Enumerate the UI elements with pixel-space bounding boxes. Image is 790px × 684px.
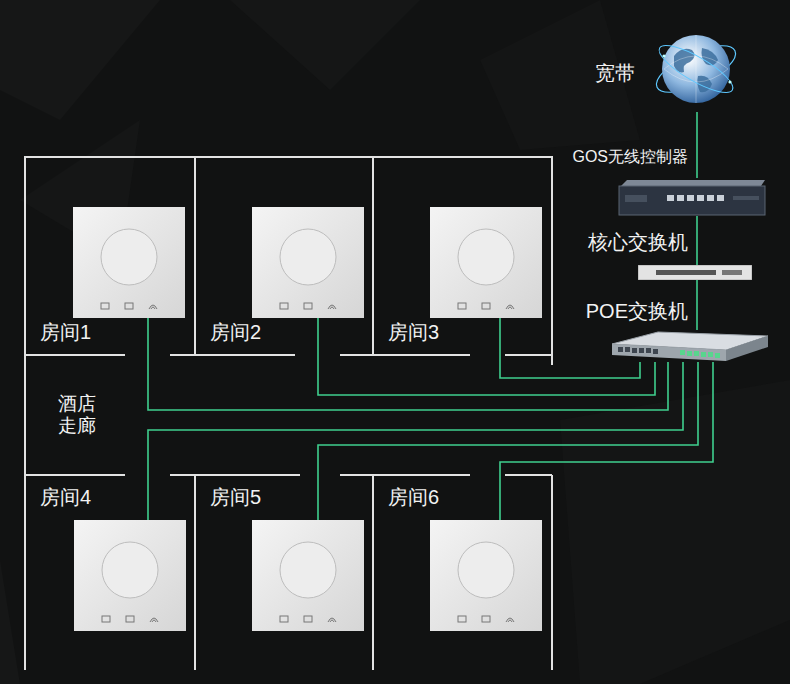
node-label: 房间3 (388, 321, 439, 344)
room-walls (25, 157, 552, 670)
network-cable (697, 112, 698, 178)
node-label: 房间2 (210, 321, 261, 344)
cable-line (148, 362, 683, 475)
core-switch-icon (638, 265, 752, 280)
cable-line (318, 355, 655, 395)
cable-line (318, 362, 698, 475)
access-point-panels (73, 207, 542, 631)
wireless-controller-icon (617, 178, 767, 216)
network-cable (148, 362, 683, 475)
node-label: GOS无线控制器 (572, 148, 688, 166)
hotel-room: 房间2 (195, 157, 373, 355)
poe-switch-icon (610, 330, 770, 362)
cable-line (148, 355, 668, 410)
network-cable (318, 362, 698, 475)
internet-globe: 宽带 (652, 26, 740, 112)
hotel-room: 房间4 (25, 475, 195, 670)
node-label: 核心交换机 (588, 231, 688, 254)
cable-line (696, 216, 698, 265)
network-cable (697, 216, 698, 265)
corridor-label: 酒店 走廊 (58, 393, 102, 437)
network-cable (148, 355, 668, 410)
network-cable (697, 280, 698, 330)
node-label: POE交换机 (586, 300, 688, 323)
hotel-room: 房间3 (373, 157, 552, 355)
node-label: 宽带 (595, 62, 635, 85)
cable-line (696, 280, 698, 330)
wireless-controller: GOS无线控制器 (617, 178, 767, 216)
network-cable (500, 355, 640, 378)
network-cable (318, 355, 655, 395)
hotel-room: 房间1 (25, 157, 195, 355)
node-label: 房间4 (40, 486, 91, 509)
poe-switch: POE交换机 (610, 330, 770, 362)
network-cable (500, 362, 713, 475)
core-switch: 核心交换机 (638, 265, 752, 280)
cable-line (500, 355, 640, 378)
hotel-room: 房间5 (195, 475, 373, 670)
internet-globe-icon (652, 26, 740, 112)
node-label: 房间1 (40, 321, 91, 344)
node-label: 房间5 (210, 486, 261, 509)
hotel-room: 房间6 (373, 475, 552, 670)
in-room-cable (148, 318, 500, 520)
cable-line (500, 362, 713, 475)
node-label: 房间6 (388, 486, 439, 509)
cable-line (696, 112, 698, 178)
